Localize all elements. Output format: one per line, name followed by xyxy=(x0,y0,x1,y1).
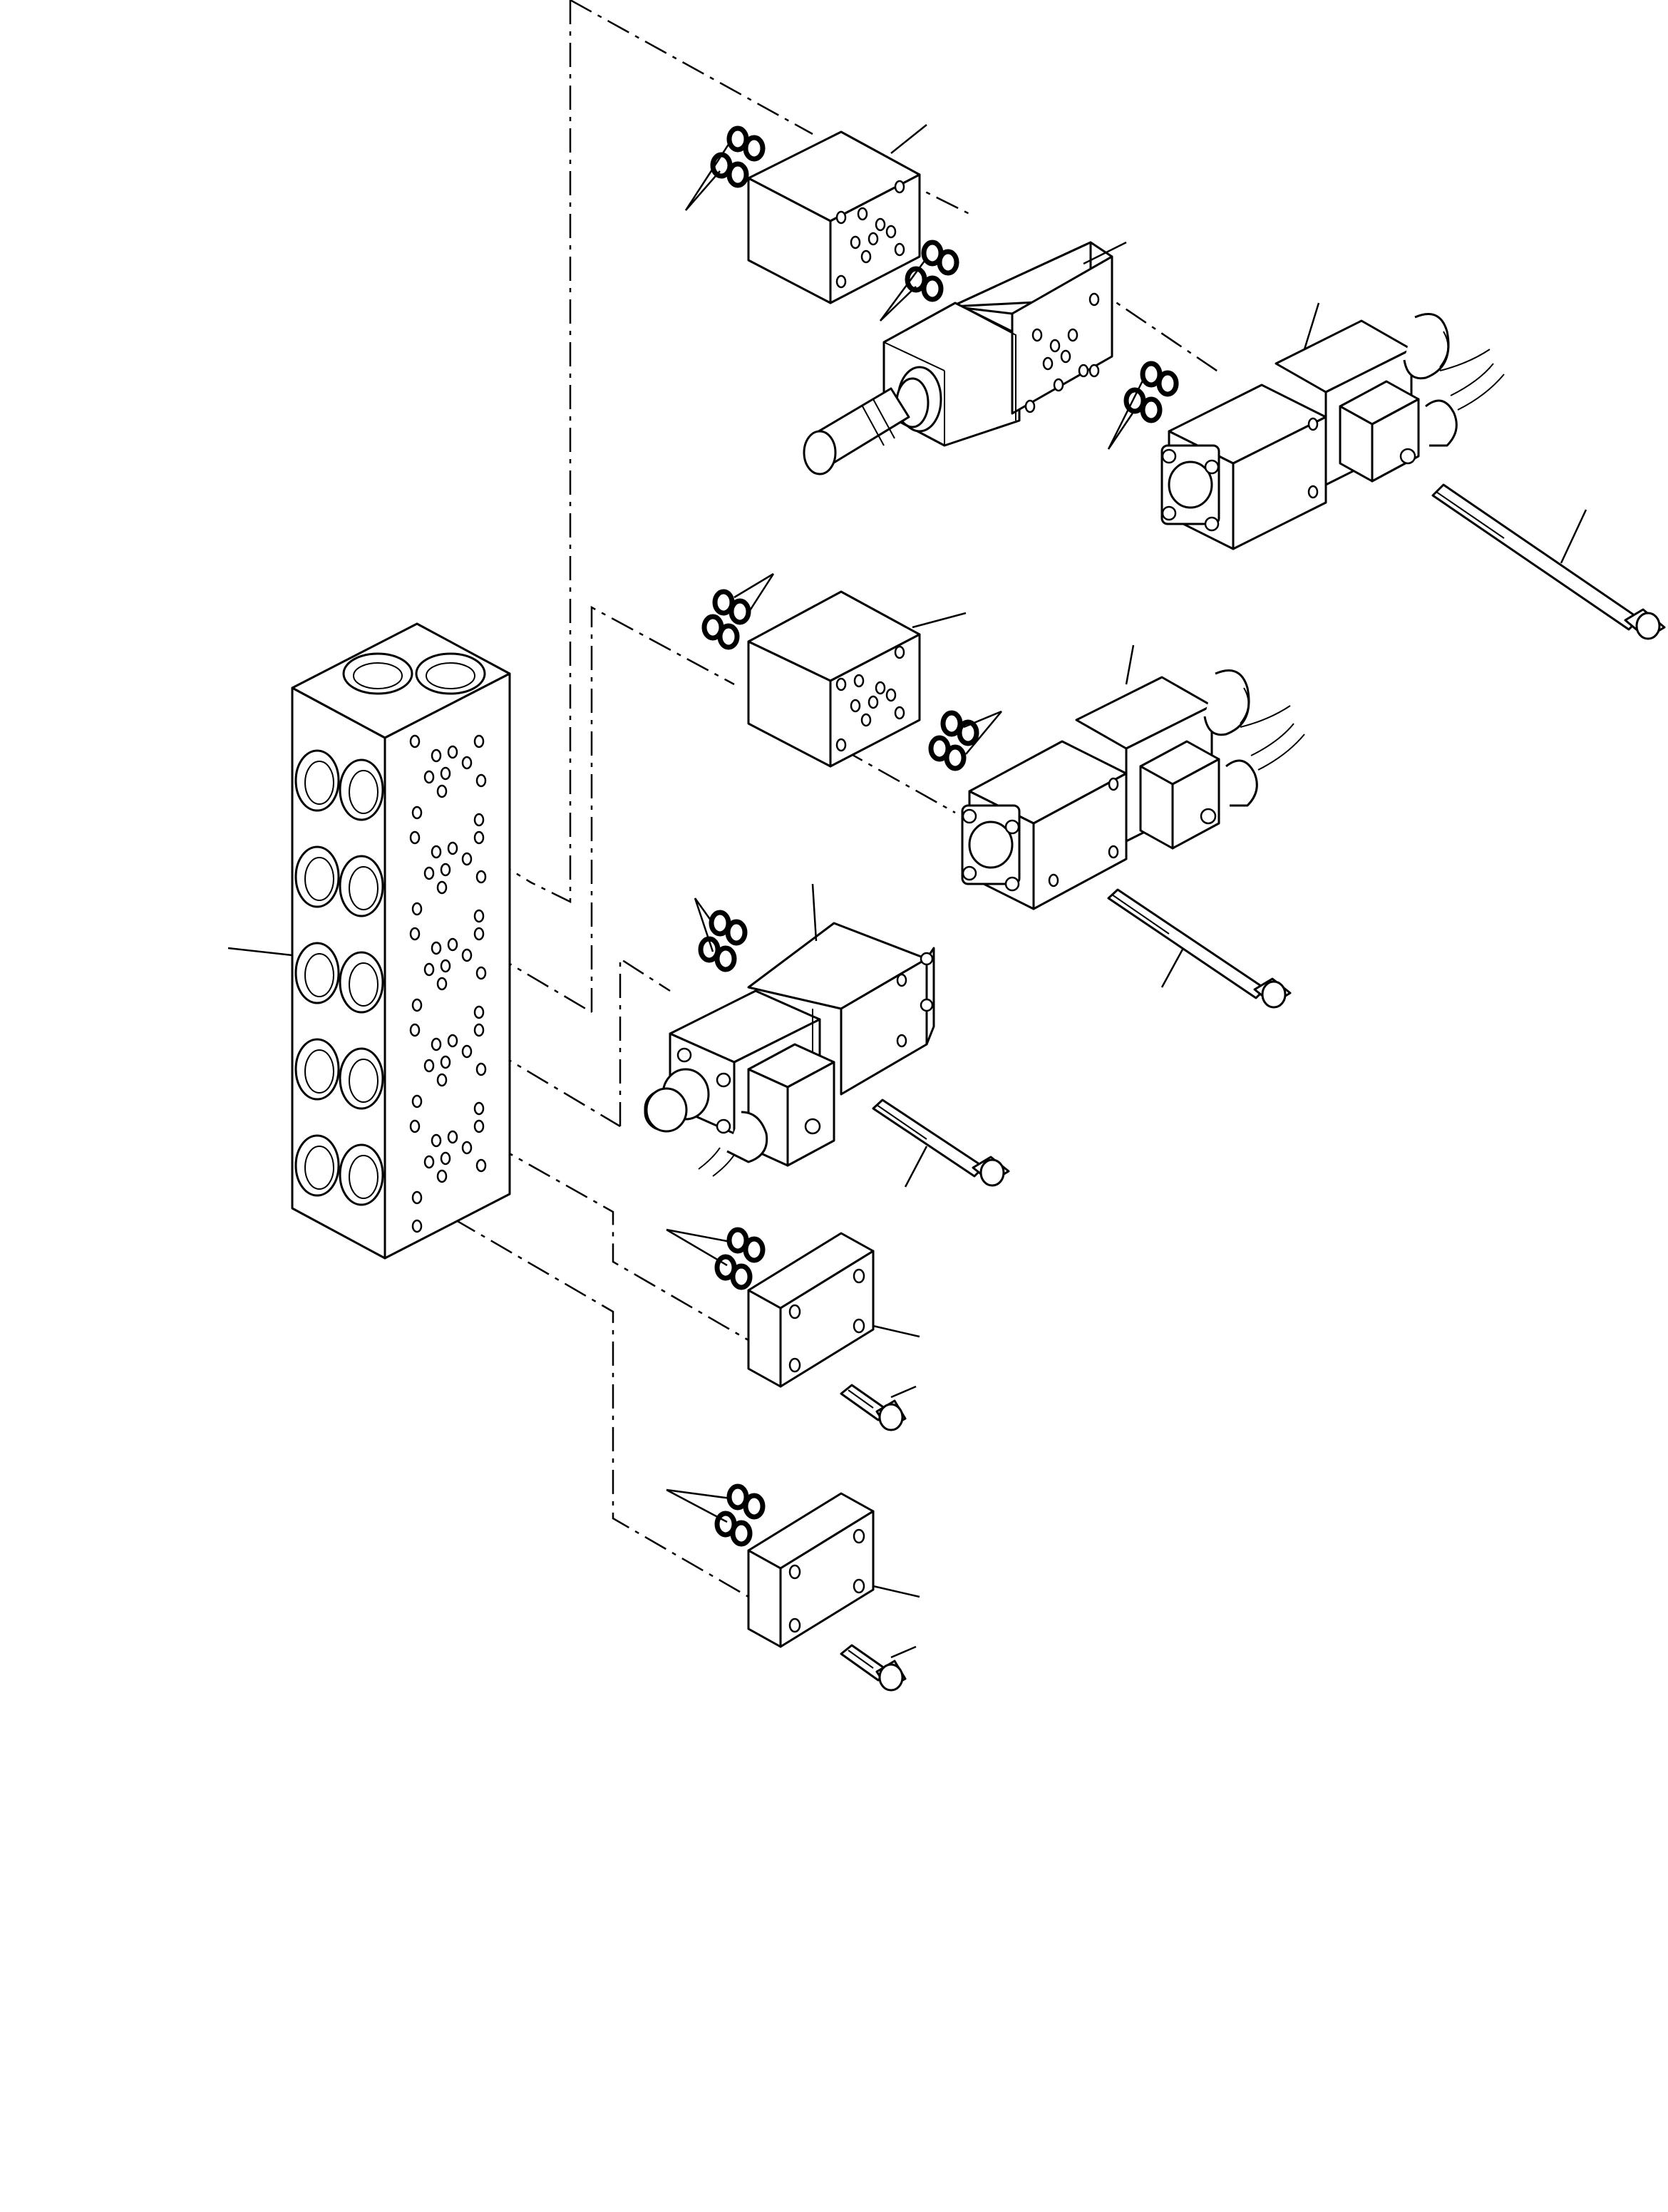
o-rings-7 xyxy=(666,1227,766,1290)
long-bolt-3 xyxy=(872,1099,1010,1188)
o-rings-6 xyxy=(694,897,748,972)
solenoid-valve-1 xyxy=(1160,302,1505,550)
o-rings-4 xyxy=(701,572,775,650)
solenoid-valve-3 xyxy=(644,883,935,1177)
long-bolt-1 xyxy=(1431,483,1666,640)
sandwich-plate-2 xyxy=(747,590,967,768)
solenoid-valve-2 xyxy=(961,644,1305,910)
sandwich-plate-1 xyxy=(747,124,927,304)
side-face-holes xyxy=(409,734,487,1233)
cover-plate-1 xyxy=(747,1232,920,1388)
pressure-reducing-valve xyxy=(803,241,1127,475)
o-rings-8 xyxy=(666,1483,766,1547)
o-rings-2 xyxy=(879,240,959,321)
front-ports xyxy=(294,749,384,1206)
o-rings-3 xyxy=(1107,361,1179,450)
o-rings-5 xyxy=(928,710,1002,771)
manifold-block xyxy=(227,622,511,1260)
o-rings-1 xyxy=(684,125,766,211)
short-bolt-2 xyxy=(840,1644,917,1692)
long-bolt-2 xyxy=(1107,888,1292,1009)
short-bolt-1 xyxy=(840,1384,917,1431)
cover-plate-2 xyxy=(747,1492,920,1648)
